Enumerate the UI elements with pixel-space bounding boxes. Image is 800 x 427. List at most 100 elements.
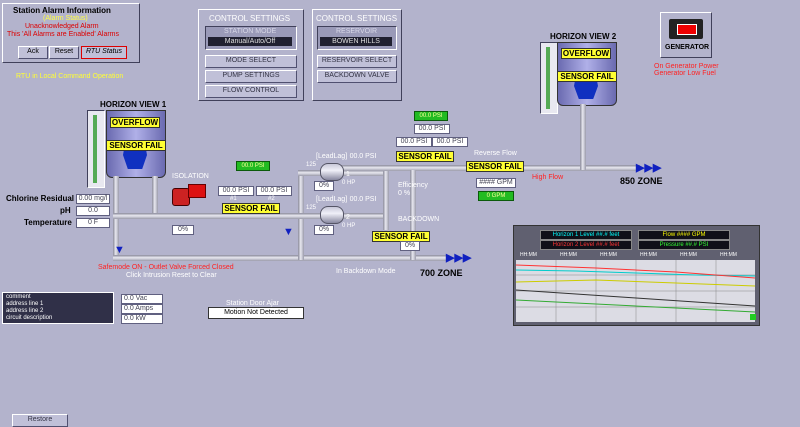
horizon1-overflow: OVERFLOW (110, 117, 160, 128)
pump2-num: 2 (346, 214, 350, 221)
generator-label: GENERATOR (665, 44, 710, 51)
station-door-label: Station Door Ajar (226, 300, 279, 307)
high-flow-label: High Flow (532, 174, 564, 181)
pump2-psi: 00.0 PSI (349, 196, 377, 203)
station-mode-box: STATION MODE Manual/Auto/Off (205, 26, 297, 50)
alarm-title: Station Alarm Information (13, 6, 111, 15)
alarm-disabled: This 'All Alarms are Enabled' Alarms (7, 31, 119, 38)
rtu-status-button[interactable]: RTU Status (81, 46, 127, 59)
reverse-flow-label: Reverse Flow (474, 150, 517, 157)
backdown-pct: 0% (400, 241, 420, 251)
zone-700-label: 700 ZONE (420, 268, 463, 278)
generator-fuel: Generator Low Fuel (654, 70, 716, 77)
isolation-sensor-fail: SENSOR FAIL (222, 203, 280, 214)
time-label-5: HH:MM (680, 252, 697, 258)
reservoir-label: RESERVOIR (336, 28, 378, 35)
control-title-1: CONTROL SETTINGS (209, 14, 291, 23)
isolation-n1: #1 (230, 196, 237, 202)
flow-down-arrow-2: ▼ (114, 244, 125, 256)
meter-kw: 0.0 kW (121, 314, 163, 324)
trend-line-flow (516, 279, 755, 287)
control-settings-panel-1: CONTROL SETTINGS STATION MODE Manual/Aut… (198, 9, 304, 101)
isolation-psi-2: 00.0 PSI (256, 186, 292, 196)
horizon2-sensor-fail: SENSOR FAIL (557, 71, 617, 82)
safemode-line2: Click Intrusion Reset to Clear (126, 272, 217, 279)
pump1-psi: 00.0 PSI (349, 153, 377, 160)
control-title-2: CONTROL SETTINGS (316, 14, 398, 23)
isolation-psi-green: 00.0 PSI (236, 161, 270, 171)
time-label-1: HH:MM (520, 252, 537, 258)
legend-h2: Horizon 2 Level ##.# feet (540, 240, 632, 250)
pipe-tank2-down (580, 104, 586, 170)
meter-amps: 0.0 Amps (121, 304, 163, 314)
zone-700-arrow: ▶▶▶ (446, 252, 472, 264)
restore-button[interactable]: Restore (12, 414, 68, 427)
comment-line3: circuit description (6, 315, 53, 321)
reset-button[interactable]: Reset (49, 46, 79, 59)
pump2-hp: 0 HP (342, 223, 356, 229)
chlorine-label: Chlorine Residual (6, 194, 75, 203)
generator-box[interactable]: GENERATOR (660, 12, 712, 58)
pump2-pct: 0% (314, 225, 334, 235)
generator-power: On Generator Power (654, 63, 719, 70)
trend-line-pressure (516, 299, 755, 313)
trend-time-axis: HH:MM HH:MM HH:MM HH:MM HH:MM HH:MM (516, 252, 755, 259)
alarm-status: (Alarm Status) (43, 15, 88, 22)
discharge-psi-b: 00.0 PSI (396, 137, 432, 147)
isolation-psi-1: 00.0 PSI (218, 186, 254, 196)
pipe-suction-main (113, 213, 303, 219)
flow-down-arrow: ▼ (283, 226, 294, 238)
backdown-valve-button[interactable]: BACKDOWN VALVE (317, 70, 397, 83)
comment-title: comment (6, 294, 31, 300)
pump2-leadlag: [LeadLag] (316, 196, 348, 203)
station-mode-label: STATION MODE (224, 28, 277, 35)
isolation-valve-icon[interactable] (172, 182, 206, 206)
comment-line2: address line 2 (6, 308, 44, 314)
legend-pressure: Pressure ##.# PSI (638, 240, 730, 250)
rtu-mode-text: RTU in Local Command Operation (16, 73, 124, 80)
horizon2-title: HORIZON VIEW 2 (550, 32, 617, 41)
pipe-riser-mid (383, 170, 389, 230)
isolation-n2: #2 (268, 196, 275, 202)
discharge-psi-a: 00.0 PSI (414, 124, 450, 134)
control-settings-panel-2: CONTROL SETTINGS RESERVOIR BOWEN HILLS R… (312, 9, 402, 101)
horizon1-sensor-fail: SENSOR FAIL (106, 140, 166, 151)
ack-button[interactable]: Ack (18, 46, 48, 59)
time-label-2: HH:MM (560, 252, 577, 258)
trend-line-h2 (516, 264, 755, 279)
zone-850-label: 850 ZONE (620, 176, 663, 186)
reservoir-box: RESERVOIR BOWEN HILLS (317, 26, 397, 50)
reservoir-select-button[interactable]: RESERVOIR SELECT (317, 55, 397, 68)
pump1-pct: 0% (314, 181, 334, 191)
time-label-6: HH:MM (720, 252, 737, 258)
pump2-icon[interactable] (320, 206, 344, 224)
ph-value: 0.0 (76, 206, 110, 216)
legend-flow: Flow #### GPM (638, 230, 730, 240)
discharge-sensor-fail: SENSOR FAIL (396, 151, 454, 162)
temperature-label: Temperature (24, 218, 72, 227)
time-label-4: HH:MM (640, 252, 657, 258)
horizon1-title: HORIZON VIEW 1 (100, 100, 167, 109)
trend-plot[interactable] (516, 260, 755, 322)
pump1-icon[interactable] (320, 163, 344, 181)
flow-gpm: #### GPM (476, 178, 516, 188)
pump1-num: 1 (346, 171, 350, 178)
horizon2-level-gauge (540, 42, 558, 114)
discharge-psi-c: 00.0 PSI (432, 137, 468, 147)
trend-line-extra (516, 289, 755, 307)
pump2-top: 125 (306, 205, 317, 211)
pump-settings-button[interactable]: PUMP SETTINGS (205, 70, 297, 83)
meter-vac: 0.0 Vac (121, 294, 163, 304)
pump1-leadlag: [LeadLag] (316, 153, 348, 160)
alarm-unack: Unacknowledged Alarm (25, 23, 99, 30)
isolation-pct: 0% (172, 225, 194, 235)
mode-select-button[interactable]: MODE SELECT (205, 55, 297, 68)
flow-control-button[interactable]: FLOW CONTROL (205, 85, 297, 98)
reservoir-value: BOWEN HILLS (320, 37, 392, 46)
temperature-value: 0 F (76, 218, 110, 228)
motion-status: Motion Not Detected (208, 307, 304, 319)
pump1-hp: 0 HP (342, 180, 356, 186)
pipe-bottom-return (113, 255, 448, 261)
pipe-tank1-down-b (152, 176, 158, 214)
